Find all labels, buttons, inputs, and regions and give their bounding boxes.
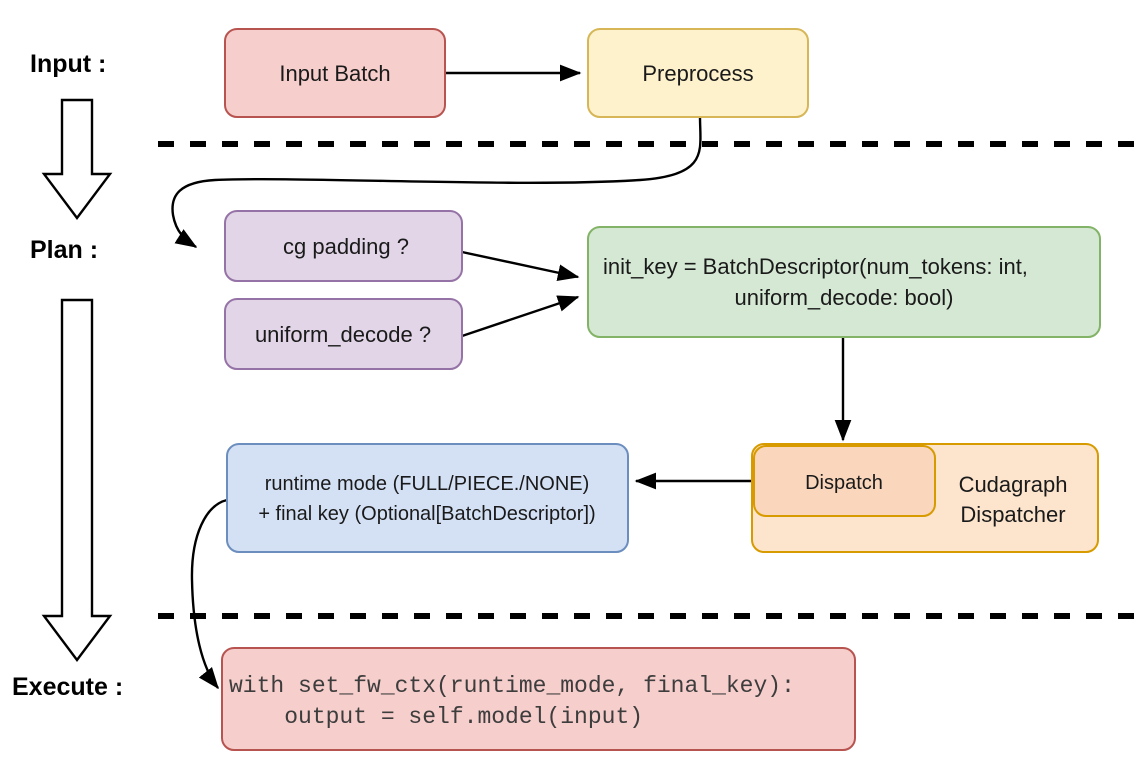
node-cg-padding[interactable]: cg padding ? [224,210,463,282]
node-uniform-decode[interactable]: uniform_decode ? [224,298,463,370]
node-dispatch[interactable]: Dispatch [753,445,936,517]
node-runtime-mode-label-line1: runtime mode (FULL/PIECE./NONE) [265,473,590,495]
node-input-batch[interactable]: Input Batch [224,28,446,118]
block-arrow-group [41,98,113,662]
node-cg-padding-shape[interactable] [224,210,463,282]
node-preprocess[interactable]: Preprocess [587,28,809,118]
node-dispatch-shape[interactable] [753,445,936,517]
edge-group [171,64,852,690]
node-init-key-label-line2: uniform_decode: bool) [735,285,954,310]
node-input-batch-label: Input Batch [279,61,390,86]
stage-label-execute: Execute : [12,673,123,701]
block-arrow-input-to-plan [41,98,113,220]
node-dispatch-label: Dispatch [805,472,883,494]
block-arrow-plan-to-execute [41,298,113,662]
node-uniform-decode-label: uniform_decode ? [255,322,431,347]
divider-group [158,141,1140,619]
node-execute-code-shape[interactable] [221,647,856,751]
node-runtime-mode-label-line2: + final key (Optional[BatchDescriptor]) [258,503,595,525]
node-cg-padding-label: cg padding ? [283,234,409,259]
node-preprocess-label: Preprocess [642,61,753,86]
node-execute-code[interactable]: with set_fw_ctx(runtime_mode, final_key)… [221,647,856,751]
node-execute-code-line2: output = self.model(input) [229,704,643,730]
node-init-key[interactable]: init_key = BatchDescriptor(num_tokens: i… [587,226,1101,338]
edge-runtime-mode-to-execute [190,498,228,690]
node-cudagraph-dispatcher-label-line1: Cudagraph [959,472,1068,497]
node-runtime-mode[interactable]: runtime mode (FULL/PIECE./NONE) + final … [226,443,629,553]
node-execute-code-line1: with set_fw_ctx(runtime_mode, final_key)… [229,673,795,699]
node-preprocess-shape[interactable] [587,28,809,118]
edge-cg-padding-to-init-key [461,250,580,281]
stage-label-plan: Plan : [30,236,98,264]
node-init-key-shape[interactable] [587,226,1101,338]
node-input-batch-shape[interactable] [224,28,446,118]
stage-label-input: Input : [30,50,106,78]
edge-preprocess-to-cg-padding [171,116,702,249]
stage-label-group: Input : Plan : Execute : [12,50,123,701]
node-init-key-label-line1: init_key = BatchDescriptor(num_tokens: i… [603,254,1028,279]
node-cudagraph-dispatcher-label-line2: Dispatcher [960,502,1065,527]
node-runtime-mode-shape[interactable] [226,443,629,553]
edge-uniform-decode-to-init-key [461,295,580,338]
node-uniform-decode-shape[interactable] [224,298,463,370]
